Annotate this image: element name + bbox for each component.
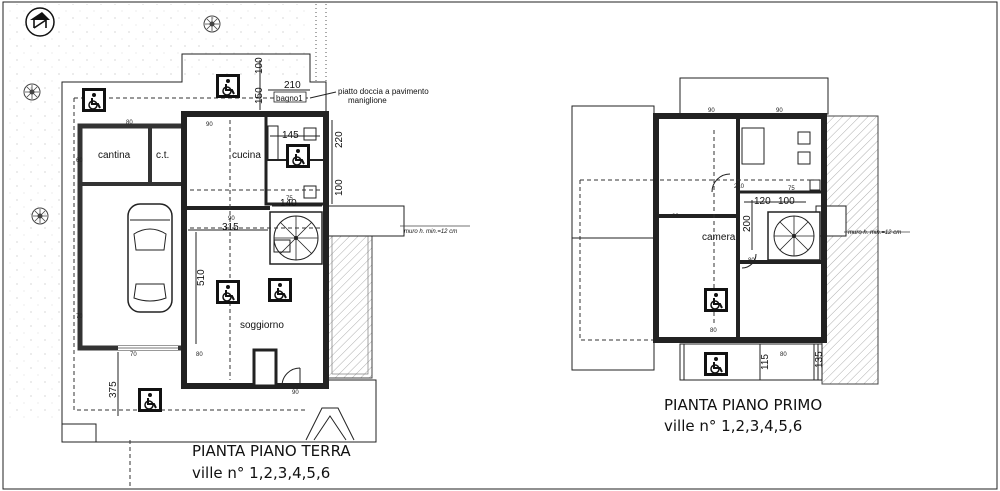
dim-120: 120 bbox=[754, 196, 771, 207]
wheelchair-access-icon bbox=[137, 387, 163, 413]
dim-100: 100 bbox=[778, 196, 795, 207]
dim-510: 510 bbox=[196, 269, 207, 286]
svg-text:90: 90 bbox=[708, 108, 715, 114]
dim-100b: 100 bbox=[334, 179, 345, 196]
spiral-stair-icon bbox=[773, 215, 815, 257]
wheelchair-access-icon bbox=[285, 143, 311, 169]
dim-150: 150 bbox=[254, 87, 265, 104]
dim-145: 145 bbox=[282, 130, 299, 141]
first-floor-title: PIANTA PIANO PRIMO bbox=[664, 396, 822, 414]
svg-text:80: 80 bbox=[672, 214, 679, 220]
note-grab-bar: maniglione bbox=[348, 96, 387, 105]
note-wall-height: muro h. min.=12 cm bbox=[404, 229, 457, 235]
tree-icon bbox=[31, 207, 49, 225]
dim-200: 200 bbox=[742, 215, 753, 232]
svg-text:210: 210 bbox=[734, 184, 745, 190]
north-arrow-icon bbox=[25, 7, 55, 37]
wheelchair-access-icon bbox=[703, 351, 729, 377]
dim-315: 315 bbox=[222, 222, 239, 233]
room-label-soggiorno: soggiorno bbox=[240, 320, 284, 331]
room-label-ct: c.t. bbox=[156, 150, 169, 161]
dim-220: 220 bbox=[334, 131, 345, 148]
tree-icon bbox=[23, 83, 41, 101]
svg-text:70: 70 bbox=[130, 352, 137, 358]
dim-115: 115 bbox=[760, 354, 771, 370]
svg-text:90: 90 bbox=[206, 122, 213, 128]
svg-text:60: 60 bbox=[76, 158, 83, 164]
wheelchair-access-icon bbox=[703, 287, 729, 313]
svg-text:75: 75 bbox=[286, 196, 293, 202]
first-floor-subtitle: ville n° 1,2,3,4,5,6 bbox=[664, 417, 802, 435]
dim-100: 100 bbox=[254, 57, 265, 74]
svg-text:90: 90 bbox=[292, 390, 299, 396]
ground-floor-plan: 100 150 210 145 220 100 140 315 510 375 … bbox=[4, 4, 470, 488]
dim-140: 140 bbox=[280, 198, 297, 209]
svg-text:80: 80 bbox=[196, 352, 203, 358]
room-label-camera: camera bbox=[702, 232, 736, 243]
first-floor-plan: 120 100 200 115 135 90 90 210 75 80 80 8… bbox=[571, 77, 910, 435]
ground-floor-subtitle: ville n° 1,2,3,4,5,6 bbox=[192, 464, 330, 482]
note-shower: piatto doccia a pavimento bbox=[338, 87, 429, 96]
wheelchair-access-icon bbox=[215, 73, 241, 99]
svg-text:90: 90 bbox=[776, 108, 783, 114]
svg-text:75: 75 bbox=[788, 186, 795, 192]
dim-135: 135 bbox=[814, 351, 825, 368]
dim-375: 375 bbox=[108, 381, 119, 398]
spiral-stair-icon bbox=[273, 215, 319, 261]
svg-text:80: 80 bbox=[126, 120, 133, 126]
svg-text:80: 80 bbox=[710, 328, 717, 334]
svg-text:70: 70 bbox=[76, 314, 83, 320]
wheelchair-access-icon bbox=[81, 87, 107, 113]
wheelchair-access-icon bbox=[215, 279, 241, 305]
dim-210: 210 bbox=[284, 80, 301, 91]
ground-floor-title: PIANTA PIANO TERRA bbox=[192, 442, 351, 460]
svg-text:90: 90 bbox=[228, 216, 235, 222]
room-label-cantina: cantina bbox=[98, 150, 131, 161]
room-label-bagno: bagno1 bbox=[276, 94, 303, 103]
tree-icon bbox=[203, 15, 221, 33]
car-icon bbox=[127, 203, 173, 313]
wheelchair-access-icon bbox=[267, 277, 293, 303]
room-label-cucina: cucina bbox=[232, 150, 261, 161]
svg-text:80: 80 bbox=[780, 352, 787, 358]
svg-text:80: 80 bbox=[748, 258, 755, 264]
note-wall-height: muro h. min.=12 cm bbox=[848, 230, 901, 236]
